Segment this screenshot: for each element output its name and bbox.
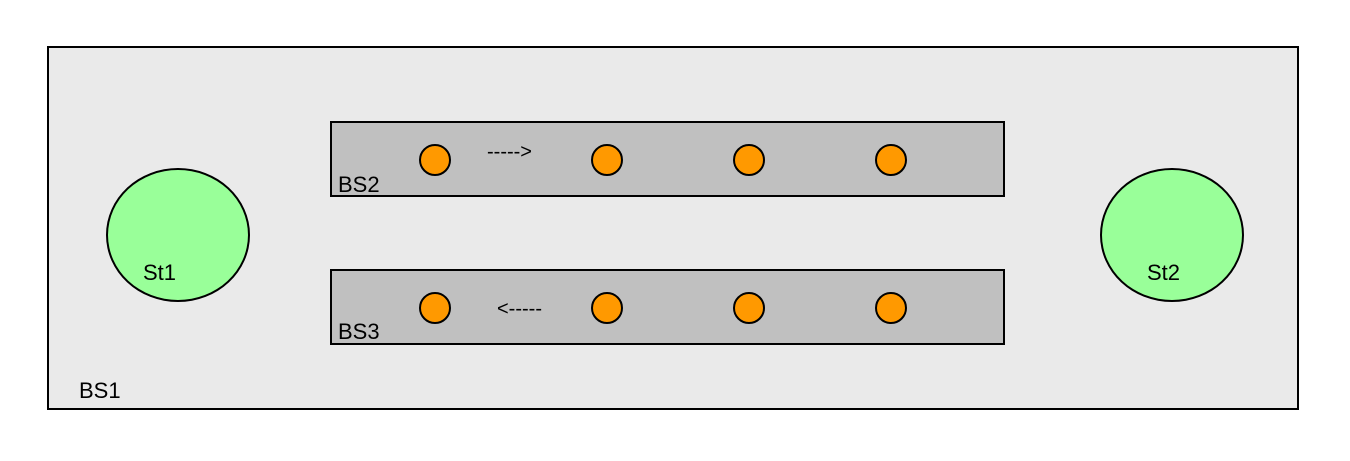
lane-bs2-item-1 [419,144,451,176]
outer-region-label: BS1 [79,378,121,403]
station-st1-label: St1 [143,260,177,285]
station-st2 [1100,168,1244,302]
station-st2-label: St2 [1147,260,1181,285]
lane-bs2-direction-arrow: -----> [487,141,532,163]
lane-bs2-label: BS2 [338,172,380,197]
lane-bs2-item-3 [733,144,765,176]
lane-bs2-item-2 [591,144,623,176]
lane-bs3-item-3 [733,292,765,324]
lane-bs3-direction-arrow: <----- [497,298,542,320]
lane-bs3-item-1 [419,292,451,324]
outer-region-bs1 [47,46,1299,410]
station-st1 [106,168,250,302]
lane-bs3-item-4 [875,292,907,324]
lane-bs3-item-2 [591,292,623,324]
lane-bs2-item-4 [875,144,907,176]
lane-bs3-label: BS3 [338,319,380,344]
